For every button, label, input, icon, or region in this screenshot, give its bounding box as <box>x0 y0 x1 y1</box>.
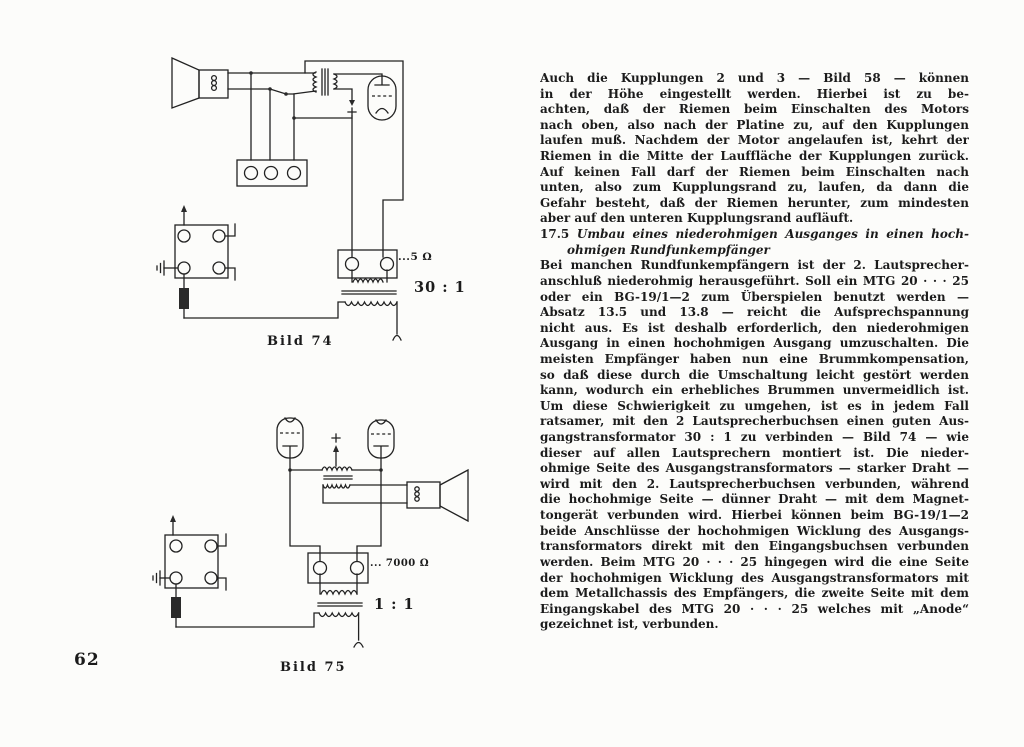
tube-socket-symbol <box>164 515 227 591</box>
text-line: meisten Empfänger haben nun eine Brummko… <box>540 351 969 366</box>
text-line: Absatz 13.5 und 13.8 — reicht die Aufspr… <box>540 305 969 320</box>
tube-symbol <box>367 75 397 121</box>
text-line: nicht aus. Es ist deshalb erforderlich, … <box>540 320 969 335</box>
resistor-symbol <box>171 583 181 628</box>
text-line: Gefahr besteht, daß der Riemen herunter,… <box>540 195 969 210</box>
tube-symbol <box>276 417 304 459</box>
text-line: Auf keinen Fall darf der Riemen beim Ein… <box>540 164 969 179</box>
text-line: nach oben, also nach der Platine zu, auf… <box>540 117 969 132</box>
text-line: tongerät verbunden wird. Hierbei können … <box>540 508 969 523</box>
ground-symbol <box>156 260 179 276</box>
text-line: Bei manchen Rundfunkempfängern ist der 2… <box>540 258 969 273</box>
tube-symbol <box>367 419 395 459</box>
bild-75-schematic <box>140 400 480 685</box>
plus-arrow-icon <box>331 433 341 467</box>
text-line: in der Höhe eingestellt werden. Hierbei … <box>540 86 969 101</box>
ground-symbol <box>152 570 171 586</box>
paragraph-kupplungen: Auch die Kupplungen 2 und 3 — Bild 58 — … <box>540 71 969 227</box>
loudspeaker-symbol <box>171 56 229 109</box>
transformer-symbol <box>312 68 338 96</box>
text-line: so daß diese durch die Umschaltung leich… <box>540 367 969 382</box>
text-line: Riemen in die Mitte der Lauffläche der K… <box>540 149 969 164</box>
bild74-caption: Bild 74 <box>267 334 334 349</box>
text-line: oder ein BG-19/1—2 zum Überspielen benut… <box>540 289 969 304</box>
text-line: unten, also zum Kupplungsrand zu, laufen… <box>540 180 969 195</box>
text-line: gezeichnet ist, verbunden. <box>540 617 719 632</box>
lead-hook-icon <box>392 334 402 341</box>
bild75-impedance-label: ... 7000 Ω <box>370 558 430 569</box>
output-transformer-symbol <box>337 249 402 341</box>
bild75-caption: Bild 75 <box>280 660 347 675</box>
text-line: der hochohmigen Wicklung des Ausgangstra… <box>540 570 969 585</box>
text-line: die hochohmige Seite — dünner Draht — mi… <box>540 492 969 507</box>
lead-hook-icon <box>353 641 364 648</box>
text-line: werden. Beim MTG 20 · · · 25 hingegen wi… <box>540 554 969 569</box>
text-line: beide Anschlüsse der hochohmigen Wicklun… <box>540 523 969 538</box>
tube-socket-symbol <box>174 205 236 281</box>
text-line: aber auf den unteren Kupplungsrand auflä… <box>540 211 854 226</box>
resistor-symbol <box>179 273 189 319</box>
arrowhead-icon <box>181 205 187 212</box>
output-transformer-symbol <box>317 573 364 648</box>
loudspeaker-symbol <box>406 468 469 523</box>
text-line: Auch die Kupplungen 2 und 3 — Bild 58 — … <box>540 71 969 85</box>
terminal-strip-symbol <box>307 552 369 584</box>
text-line: anschluß niederohmig herausgeführt. Soll… <box>540 273 969 288</box>
text-line: Um diese Schwierigkeit zu umgehen, ist e… <box>540 398 969 413</box>
section-number: 17.5 <box>540 227 570 242</box>
text-line: laufen muß. Nachdem der Motor angelaufen… <box>540 133 969 148</box>
section-heading: 17.5 Umbau eines niederohmigen Ausganges… <box>540 227 969 258</box>
page-number: 62 <box>74 650 100 670</box>
text-line: Eingangskabel des MTG 20 · · · 25 welche… <box>540 601 969 616</box>
text-line: gangstransformator 30 : 1 zu verbinden —… <box>540 430 969 445</box>
terminal-strip-symbol <box>236 159 308 187</box>
section-heading-line-2: ohmigen Rundfunkempfänger <box>567 242 770 257</box>
bild-74-schematic <box>150 50 480 355</box>
text-line: dieser auf allen Lautsprechern montiert … <box>540 445 969 460</box>
bild74-ratio-label: 30 : 1 <box>414 279 466 296</box>
section-title-part: Umbau eines niederohmigen Ausganges in e… <box>576 227 969 242</box>
text-line: kann, wodurch ein erhebliches Brummen un… <box>540 383 969 398</box>
arrowhead-icon <box>349 100 355 106</box>
text-line: wird mit den 2. Lautsprecherbuchsen verb… <box>540 476 969 491</box>
transformer-symbol <box>321 466 353 489</box>
paragraph-umbau: Bei manchen Rundfunkempfängern ist der 2… <box>540 258 969 633</box>
text-line: ratsamer, mit den 2 Lautsprecherbuchsen … <box>540 414 969 429</box>
bild75-ratio-label: 1 : 1 <box>374 596 415 613</box>
body-text-column: Auch die Kupplungen 2 und 3 — Bild 58 — … <box>540 71 969 633</box>
text-line: achten, daß der Riemen beim Einschalten … <box>540 102 969 117</box>
text-line: dem Metallchassis des Empfängers, die zw… <box>540 586 969 601</box>
text-line: transformators direkt mit den Eingangsbu… <box>540 539 969 554</box>
bild-74-drawing <box>156 56 404 341</box>
bild74-impedance-label: ...5 Ω <box>398 251 433 263</box>
bild-75-drawing <box>152 417 469 648</box>
arrowhead-icon <box>170 515 176 522</box>
section-heading-line-1: 17.5 Umbau eines niederohmigen Ausganges… <box>540 227 969 243</box>
text-line: ohmige Seite des Ausgangstransformators … <box>540 461 969 476</box>
text-line: Ausgang in einen hochohmigen Ausgang umz… <box>540 336 969 351</box>
